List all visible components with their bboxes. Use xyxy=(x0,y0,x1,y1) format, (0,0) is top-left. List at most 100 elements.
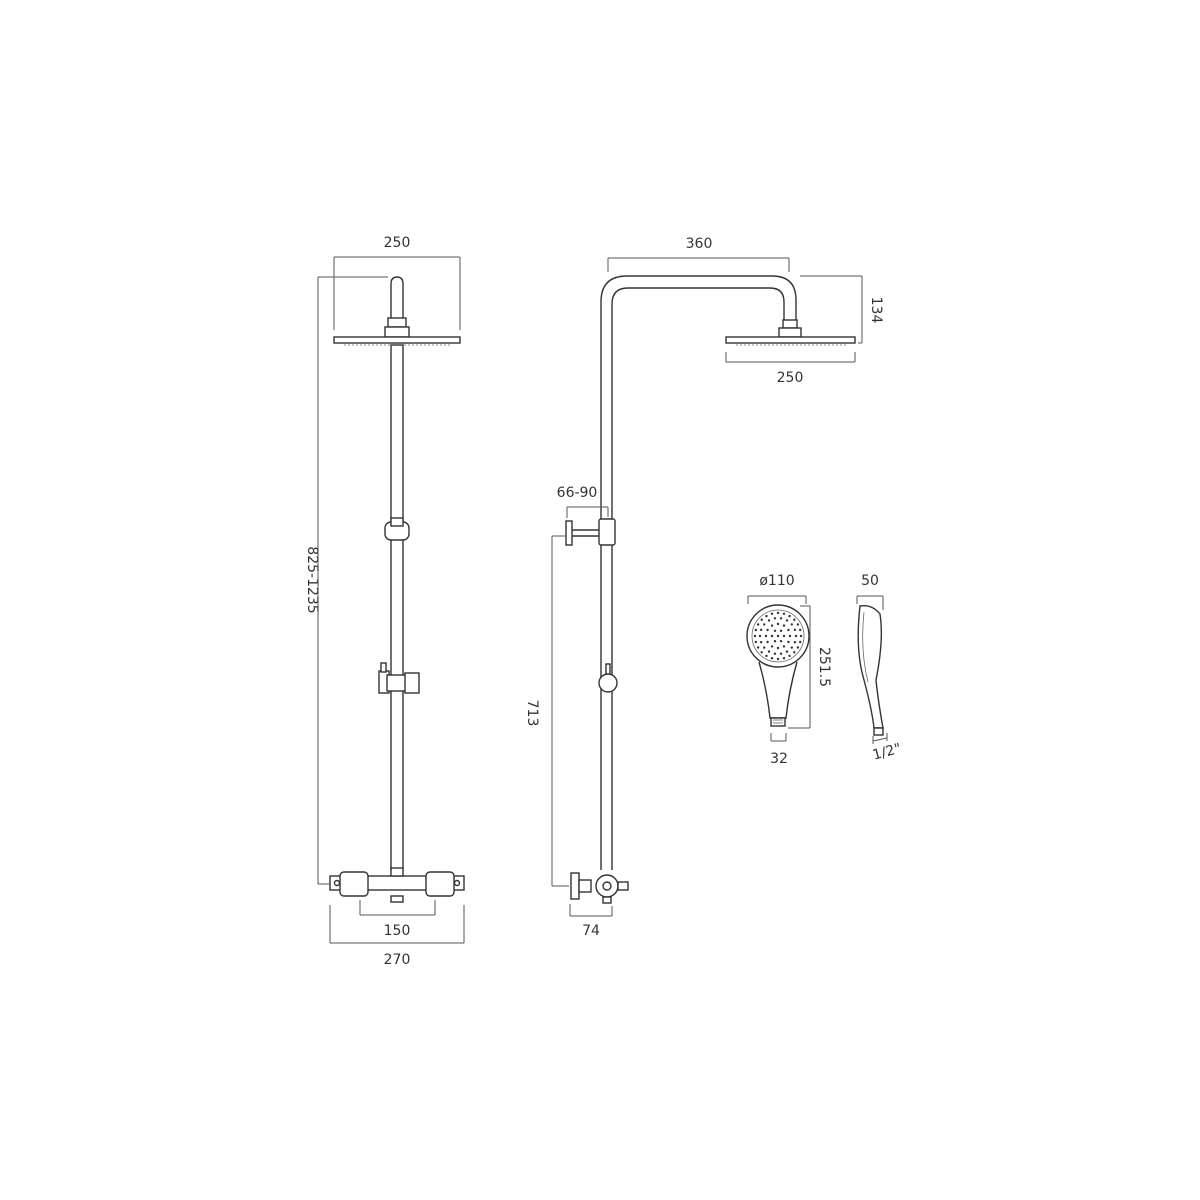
nozzle-dot xyxy=(793,641,797,644)
side-bracket-height-label: 713 xyxy=(524,700,540,727)
nozzle-dot xyxy=(770,645,774,648)
nozzle-dot xyxy=(760,618,763,621)
nozzle-dot xyxy=(779,629,783,632)
nozzle-dot xyxy=(787,640,790,644)
front-view: 250 825-1235 150 270 xyxy=(304,235,465,968)
nozzle-dot xyxy=(776,646,780,650)
nozzle-dot xyxy=(773,652,777,655)
nozzle-dot xyxy=(754,628,757,632)
nozzle-dot xyxy=(776,657,780,661)
nozzle-dot xyxy=(793,651,796,654)
handset-handle xyxy=(758,661,798,719)
nozzle-dot xyxy=(756,623,760,626)
nozzle-dot xyxy=(758,634,762,638)
side-shower-head xyxy=(725,336,856,344)
side-reach-dimension: 360 xyxy=(607,236,790,272)
nozzle-dot xyxy=(788,654,791,658)
handset-depth-dimension: 50 xyxy=(856,573,884,610)
nozzle-dot xyxy=(776,622,780,626)
side-drop-label: 134 xyxy=(868,297,884,324)
handset-diameter-dimension: ø110 xyxy=(747,573,807,604)
front-head-width-dimension: 250 xyxy=(333,235,461,330)
nozzle-dot xyxy=(763,623,766,626)
nozzle-dot xyxy=(796,623,800,626)
nozzle-dot xyxy=(765,654,768,658)
nozzle-dot xyxy=(764,634,768,638)
nozzle-dot xyxy=(799,628,802,632)
side-reach-label: 360 xyxy=(686,236,713,252)
side-bracket-height-dimension: 713 xyxy=(524,535,569,887)
nozzle-dot xyxy=(785,650,789,653)
front-head-nut xyxy=(384,326,410,338)
nozzle-dot xyxy=(782,657,786,660)
handset-side-connector xyxy=(873,727,884,736)
side-head-nut xyxy=(778,327,802,338)
side-bracket-label: 66-90 xyxy=(557,485,598,501)
side-drop-dimension: 134 xyxy=(800,275,884,344)
front-height-dimension: 825-1235 xyxy=(304,276,388,885)
handset-depth-label: 50 xyxy=(861,573,879,589)
nozzle-dot xyxy=(782,612,786,615)
nozzle-dot xyxy=(790,646,793,649)
front-centres-label: 150 xyxy=(384,923,411,939)
handset-connector xyxy=(770,717,786,727)
nozzle-dot xyxy=(767,619,771,622)
handset-side-view: 50 1/2" xyxy=(856,573,903,764)
nozzle-dot xyxy=(788,634,792,638)
side-bracket-dimension: 66-90 xyxy=(557,485,609,518)
nozzle-dot xyxy=(794,634,798,638)
side-valve-depth-dimension: 74 xyxy=(569,904,613,939)
side-head-width-label: 250 xyxy=(777,370,804,386)
nozzle-dot xyxy=(766,640,769,644)
nozzle-dot xyxy=(763,646,766,649)
handset-handle-width-label: 32 xyxy=(770,751,788,767)
handset-side-profile xyxy=(857,604,884,729)
front-riser-rail xyxy=(390,344,404,871)
handset-connection-dimension: 1/2" xyxy=(871,733,903,764)
nozzle-dot xyxy=(759,641,763,644)
nozzle-dot xyxy=(770,612,774,615)
front-shower-head xyxy=(333,336,461,344)
handset-length-label: 251.5 xyxy=(816,647,832,687)
side-riser-outer xyxy=(600,275,797,870)
front-valve-width-label: 270 xyxy=(384,952,411,968)
nozzle-dot xyxy=(770,657,774,660)
front-centres-dimension: 150 xyxy=(359,900,436,939)
nozzle-dot xyxy=(773,617,777,620)
nozzle-dot xyxy=(754,640,757,644)
handset-handle-width-dimension: 32 xyxy=(770,733,788,767)
side-head-width-dimension: 250 xyxy=(725,352,856,386)
nozzle-dot xyxy=(782,634,786,638)
side-view: 360 134 250 66-90 713 xyxy=(524,236,884,939)
handset-length-dimension: 251.5 xyxy=(788,605,832,729)
side-riser-inner xyxy=(611,287,785,870)
front-valve-width-dimension: 270 xyxy=(329,905,465,968)
nozzle-dot xyxy=(790,623,793,626)
nozzle-dot xyxy=(779,617,783,620)
side-slider-knob xyxy=(598,663,618,693)
nozzle-dot xyxy=(796,646,800,649)
nozzle-dot xyxy=(770,624,774,627)
nozzle-dot xyxy=(793,618,796,621)
front-height-label: 825-1235 xyxy=(304,546,320,613)
side-wall-bracket xyxy=(565,518,616,546)
nozzle-dot xyxy=(760,651,763,654)
nozzle-dot xyxy=(756,646,760,649)
nozzle-dot xyxy=(773,640,777,643)
side-valve-depth-label: 74 xyxy=(582,923,600,939)
nozzle-dot xyxy=(776,611,780,615)
handset-diameter-label: ø110 xyxy=(759,573,794,589)
nozzle-dot xyxy=(793,628,797,631)
nozzle-dot xyxy=(782,624,786,627)
nozzle-dot xyxy=(787,628,790,632)
front-head-connector xyxy=(387,317,407,328)
handset-front-view: ø110 251.5 32 xyxy=(746,573,832,767)
nozzle-dot xyxy=(799,634,803,638)
front-valve xyxy=(329,867,465,903)
handset-nozzles xyxy=(753,611,803,661)
nozzle-dot xyxy=(767,650,771,653)
nozzle-dot xyxy=(779,652,783,655)
nozzle-dot xyxy=(779,640,783,643)
nozzle-dot xyxy=(782,645,786,648)
